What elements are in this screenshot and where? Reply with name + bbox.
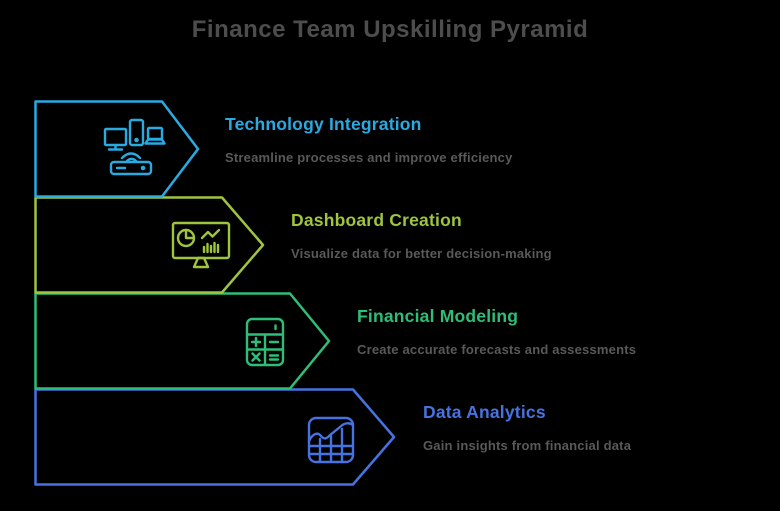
level-text-block: Technology Integration Streamline proces… [225, 113, 513, 166]
level-title: Dashboard Creation [291, 210, 462, 230]
level-text-block: Financial Modeling Create accurate forec… [357, 305, 636, 358]
level-text-block: Data Analytics Gain insights from financ… [423, 401, 631, 454]
level-subtitle: Create accurate forecasts and assessment… [357, 342, 637, 357]
level-subtitle: Visualize data for better decision-makin… [291, 246, 552, 261]
arrow-shape-financial-modeling [34, 292, 331, 390]
level-subtitle: Streamline processes and improve efficie… [225, 150, 513, 165]
level-title: Financial Modeling [357, 306, 519, 326]
dashboard-icon [171, 221, 231, 273]
arrow-shape-data-analytics [34, 388, 396, 486]
calculator-icon [245, 317, 285, 367]
level-text-block: Dashboard Creation Visualize data for be… [291, 209, 552, 262]
level-title: Technology Integration [225, 114, 422, 134]
data-grid-icon [307, 415, 355, 465]
arrow-shape-dashboard-creation [34, 196, 265, 294]
devices-icon [103, 118, 167, 176]
level-subtitle: Gain insights from financial data [423, 438, 632, 453]
level-title: Data Analytics [423, 402, 546, 422]
arrow-shape-technology-integration [34, 100, 200, 198]
page-title: Finance Team Upskilling Pyramid [191, 16, 589, 43]
